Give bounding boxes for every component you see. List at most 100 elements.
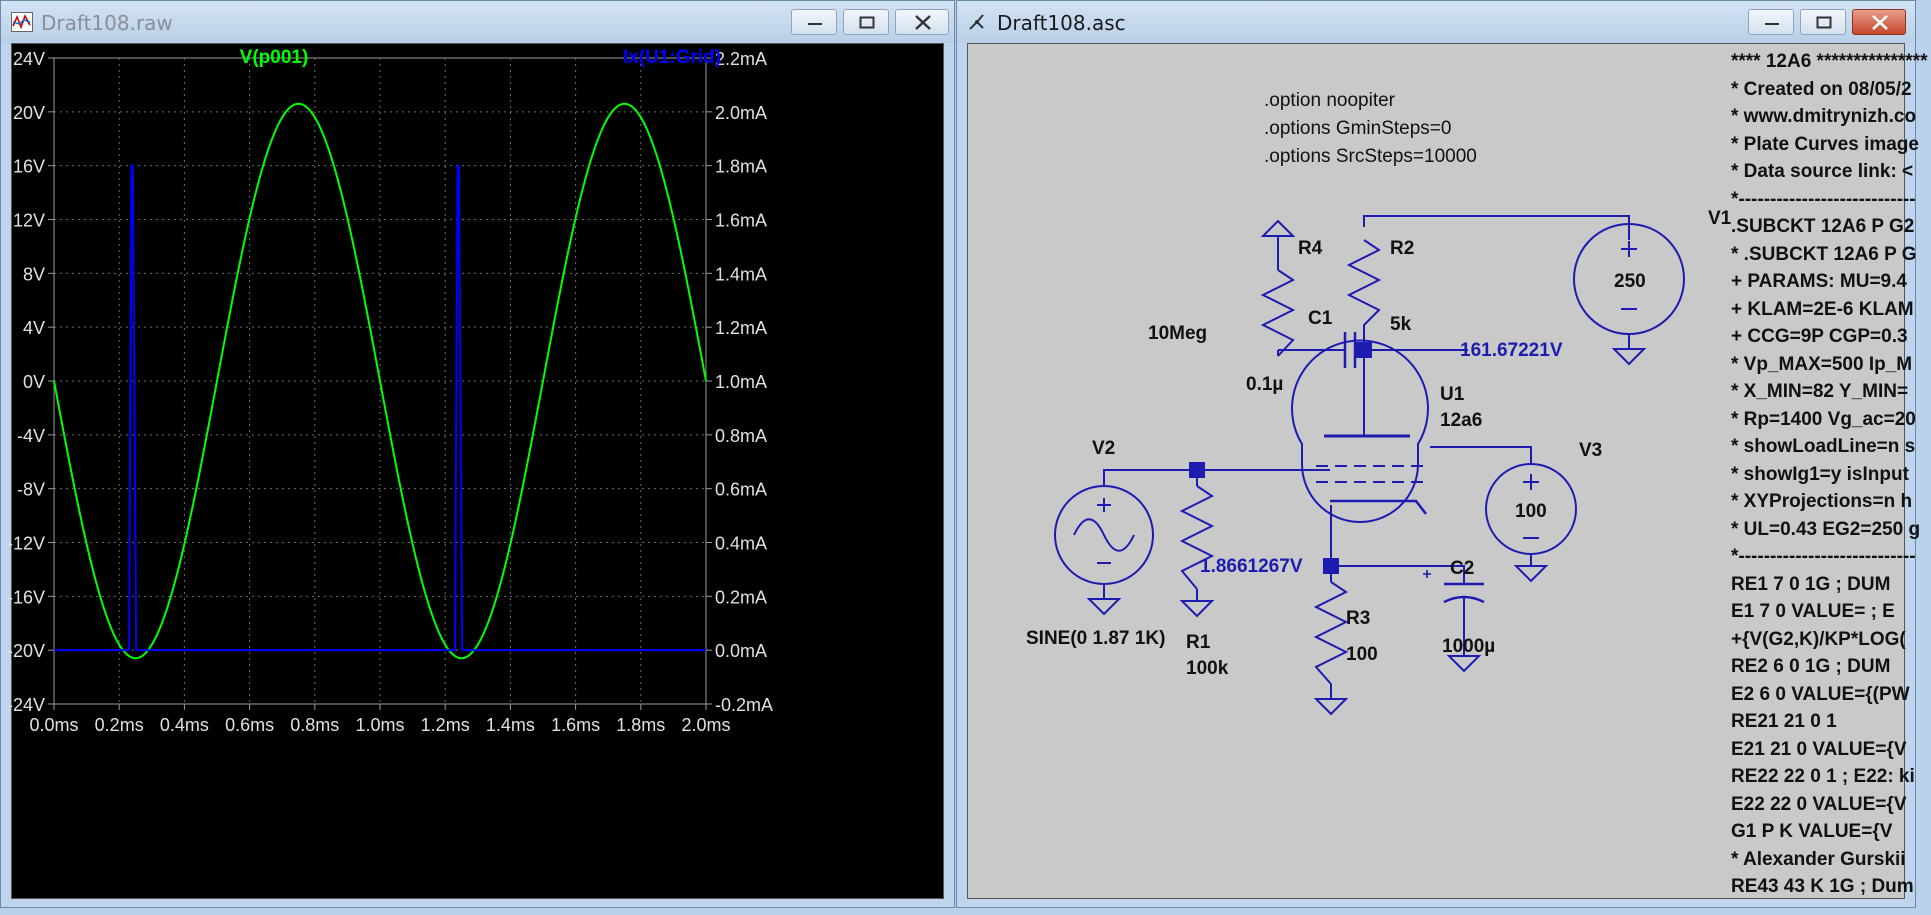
x-tick-label: 2.0ms: [681, 715, 730, 735]
right-tick-label: 2.2mA: [715, 49, 767, 69]
r4-terminal-icon: [1260, 219, 1296, 237]
x-tick-label: 1.8ms: [616, 715, 665, 735]
minimize-icon: [808, 23, 822, 25]
value-v1[interactable]: 250: [1614, 271, 1646, 292]
netlist-line: RE22 22 0 1 ; E22: ki: [1731, 766, 1915, 787]
waveform-window-titlebar[interactable]: Draft108.raw: [1, 1, 954, 43]
spice-directive[interactable]: .options GminSteps=0: [1264, 118, 1451, 139]
label-r3[interactable]: R3: [1346, 608, 1370, 629]
pentode-u1[interactable]: [1291, 339, 1430, 544]
value-c1[interactable]: 0.1µ: [1246, 374, 1283, 395]
window-title: Draft108.raw: [41, 11, 173, 35]
right-tick-label: 1.8mA: [715, 157, 767, 177]
left-tick-label: 8V: [23, 264, 45, 284]
label-u1[interactable]: U1: [1440, 384, 1465, 405]
resistor-r1[interactable]: [1179, 485, 1215, 590]
ground-symbols: [1086, 348, 1647, 716]
maximize-button[interactable]: [843, 9, 889, 35]
x-tick-label: 1.0ms: [355, 715, 404, 735]
close-button[interactable]: [895, 9, 949, 35]
left-tick-label: 20V: [13, 103, 45, 123]
waveform-plot[interactable]: 24V20V16V12V8V4V0V-4V-8V-12V-16V-20V-24V…: [7, 44, 945, 900]
netlist-line: E2 6 0 VALUE={(PW: [1731, 683, 1910, 705]
netlist-line: E1 7 0 VALUE= ; E: [1731, 601, 1895, 622]
x-tick-label: 1.6ms: [551, 715, 600, 735]
value-c2[interactable]: 1000µ: [1442, 636, 1495, 657]
netlist-line: * Vp_MAX=500 Ip_M: [1731, 353, 1913, 375]
resistor-r4[interactable]: [1260, 269, 1296, 357]
voltage-source-v1[interactable]: [1573, 216, 1685, 335]
netlist-line: * Plate Curves image: [1731, 133, 1919, 155]
netlist-line: RE2 6 0 1G ; DUM: [1731, 656, 1891, 677]
schematic-canvas[interactable]: .option noopiter .options GminSteps=0 .o…: [968, 44, 1908, 910]
value-u1[interactable]: 12a6: [1440, 410, 1482, 431]
schematic-app-icon: [969, 14, 984, 30]
label-v1[interactable]: V1: [1708, 208, 1732, 229]
netlist-line: RE1 7 0 1G ; DUM: [1731, 573, 1891, 595]
netlist-line: .SUBCKT 12A6 P G2: [1731, 216, 1915, 237]
schematic-pane[interactable]: .option noopiter .options GminSteps=0 .o…: [967, 43, 1927, 899]
netlist-line: E21 21 0 VALUE={V: [1731, 738, 1907, 760]
netlist-line: * Data source link: <: [1731, 161, 1914, 182]
close-button[interactable]: [1852, 9, 1906, 35]
label-r1[interactable]: R1: [1186, 632, 1211, 653]
node-voltage-plate[interactable]: 161.67221V: [1460, 340, 1563, 361]
label-v2[interactable]: V2: [1092, 438, 1115, 459]
netlist-line: *----------------------------: [1731, 546, 1916, 567]
x-tick-label: 0.4ms: [160, 715, 209, 735]
netlist-line: * XYProjections=n h: [1731, 491, 1913, 512]
spice-directive[interactable]: .options SrcSteps=10000: [1264, 146, 1477, 167]
window-title: Draft108.asc: [997, 11, 1126, 35]
capacitor-c1[interactable]: [1343, 332, 1357, 368]
value-r3[interactable]: 100: [1346, 644, 1378, 665]
x-tick-label: 1.2ms: [421, 715, 470, 735]
label-r4[interactable]: R4: [1298, 238, 1323, 259]
value-v2[interactable]: SINE(0 1.87 1K): [1026, 628, 1165, 649]
netlist-line: G1 P K VALUE={V: [1731, 821, 1893, 842]
trace-current-line: [53, 164, 707, 652]
resistor-r2[interactable]: [1346, 239, 1382, 349]
right-tick-label: 1.2mA: [715, 318, 767, 338]
minimize-button[interactable]: [791, 9, 837, 35]
minimize-button[interactable]: [1748, 9, 1794, 35]
netlist-line: * www.dmitrynizh.co: [1731, 106, 1917, 127]
value-r1[interactable]: 100k: [1186, 658, 1229, 679]
schematic-window-titlebar[interactable]: Draft108.asc: [957, 1, 1915, 43]
label-r2[interactable]: R2: [1390, 238, 1414, 259]
resistor-r3[interactable]: [1313, 581, 1349, 685]
value-r2[interactable]: 5k: [1390, 314, 1412, 335]
left-tick-label: -12V: [7, 534, 45, 554]
minimize-icon: [1765, 23, 1779, 25]
trace-label-current[interactable]: Ix(U1:Grid): [623, 47, 721, 68]
value-v3[interactable]: 100: [1515, 501, 1547, 522]
right-tick-label: 1.0mA: [715, 372, 767, 392]
voltage-source-v3[interactable]: [1485, 463, 1577, 555]
right-tick-label: 1.4mA: [715, 264, 767, 284]
waveform-app-icon: [11, 12, 33, 32]
left-tick-label: -16V: [7, 587, 45, 607]
voltage-source-v2[interactable]: [1054, 485, 1154, 585]
schematic-window: Draft108.asc .option noopiter .options G…: [956, 0, 1927, 908]
netlist-line: * X_MIN=82 Y_MIN=: [1731, 381, 1909, 402]
left-tick-label: 12V: [13, 211, 45, 231]
spice-directive[interactable]: .option noopiter: [1264, 90, 1396, 111]
label-v3[interactable]: V3: [1579, 440, 1602, 461]
label-c1[interactable]: C1: [1308, 308, 1333, 329]
netlist-text[interactable]: **** 12A6 **************** Created on 08…: [1731, 44, 1931, 910]
x-tick-label: 0.6ms: [225, 715, 274, 735]
x-tick-label: 0.8ms: [290, 715, 339, 735]
trace-label-voltage[interactable]: V(p001): [240, 47, 309, 68]
capacitor-c2[interactable]: [1423, 570, 1485, 636]
right-tick-label: 0.8mA: [715, 426, 767, 446]
netlist-line: *----------------------------: [1731, 188, 1916, 210]
node-voltage-cathode[interactable]: 1.8661267V: [1200, 556, 1303, 577]
x-tick-label: 0.0ms: [29, 715, 78, 735]
netlist-line: +{V(G2,K)/KP*LOG(: [1731, 628, 1906, 650]
left-tick-label: 24V: [13, 49, 45, 69]
label-c2[interactable]: C2: [1450, 558, 1474, 579]
right-axis-ticks: 2.2mA2.0mA1.8mA1.6mA1.4mA1.2mA1.0mA0.8mA…: [715, 49, 773, 715]
maximize-button[interactable]: [1800, 9, 1846, 35]
value-r4[interactable]: 10Meg: [1148, 323, 1207, 344]
